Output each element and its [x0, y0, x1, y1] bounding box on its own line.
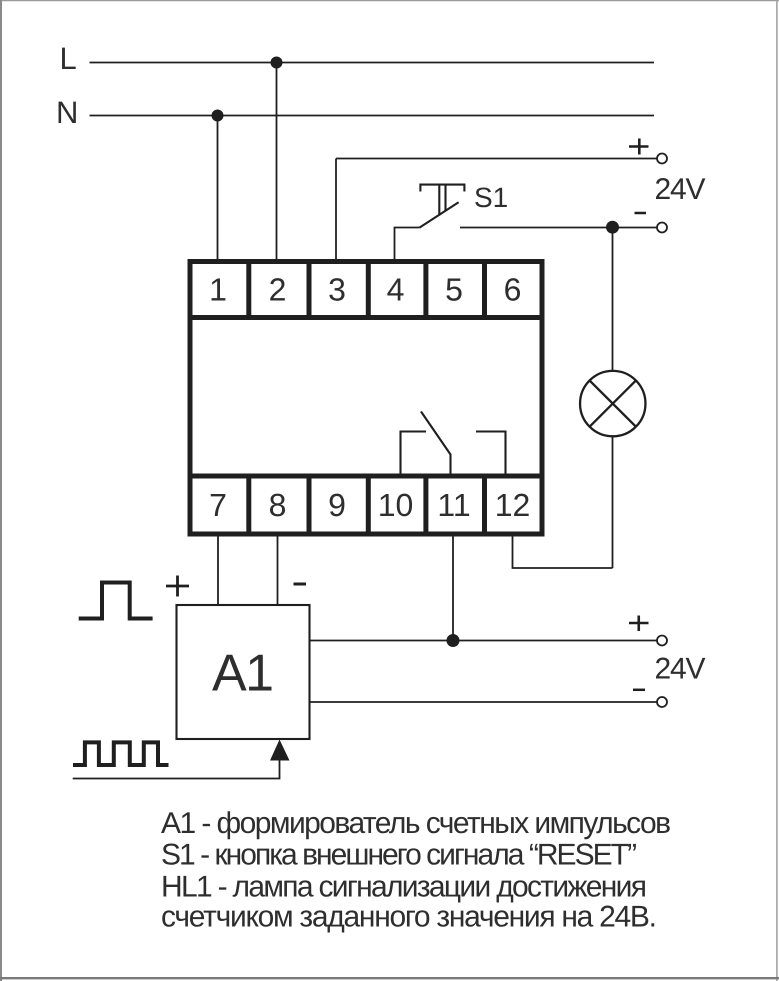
- svg-text:1: 1: [209, 272, 227, 308]
- svg-text:8: 8: [269, 487, 287, 523]
- svg-text:4: 4: [387, 272, 405, 308]
- svg-text:12: 12: [495, 487, 531, 523]
- svg-text:24V: 24V: [655, 173, 706, 206]
- svg-text:3: 3: [328, 272, 346, 308]
- svg-text:S1 - кнопка внешнего сигнала “: S1 - кнопка внешнего сигнала “RESET”: [161, 839, 637, 872]
- svg-text:счетчиком заданного значения н: счетчиком заданного значения на 24В.: [161, 901, 657, 934]
- svg-text:7: 7: [209, 487, 227, 523]
- svg-text:5: 5: [445, 272, 463, 308]
- svg-text:L: L: [60, 41, 77, 76]
- svg-text:2: 2: [269, 272, 287, 308]
- svg-text:HL1 - лампа сигнализации дости: HL1 - лампа сигнализации достижения: [161, 870, 647, 903]
- svg-text:S1: S1: [474, 182, 508, 213]
- svg-text:А1 - формирователь счетных имп: А1 - формирователь счетных импульсов: [161, 807, 671, 840]
- svg-text:10: 10: [378, 487, 414, 523]
- svg-text:6: 6: [504, 272, 522, 308]
- svg-text:24V: 24V: [655, 652, 706, 685]
- svg-text:9: 9: [328, 487, 346, 523]
- svg-text:A1: A1: [212, 645, 274, 703]
- svg-text:N: N: [56, 95, 78, 130]
- svg-text:11: 11: [437, 487, 470, 523]
